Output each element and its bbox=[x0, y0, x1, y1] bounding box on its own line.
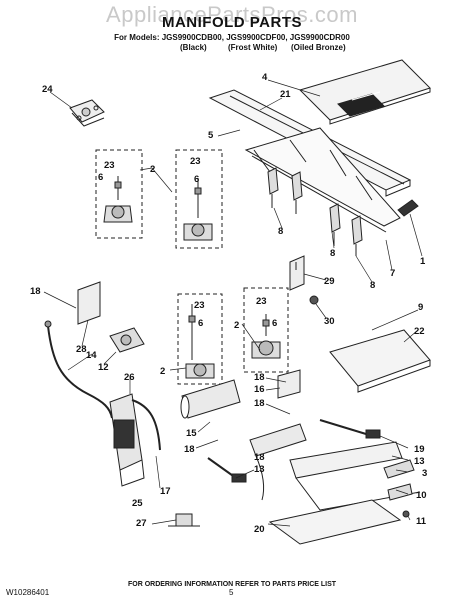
callout-22: 22 bbox=[414, 326, 425, 337]
callout-7: 7 bbox=[390, 268, 395, 279]
part-8-valves bbox=[267, 167, 363, 256]
callout-12: 12 bbox=[98, 362, 109, 373]
callout-10: 10 bbox=[416, 490, 427, 501]
callout-14: 14 bbox=[86, 350, 97, 361]
callout-26: 26 bbox=[124, 372, 135, 383]
part-14-gas-tube bbox=[44, 320, 113, 419]
watermark-text: AppliancePartsPros.com bbox=[106, 2, 358, 27]
document-number: W10286401 bbox=[6, 588, 50, 597]
callout-8b: 8 bbox=[330, 248, 335, 259]
callout-13b: 13 bbox=[254, 464, 265, 475]
part-16-bracket bbox=[277, 369, 301, 399]
part-1-clip bbox=[397, 199, 419, 217]
callout-2b: 2 bbox=[234, 320, 239, 331]
part-23-6-orifices bbox=[114, 176, 270, 360]
callout-23c: 23 bbox=[194, 300, 205, 311]
callout-17: 17 bbox=[160, 486, 171, 497]
part-22-shield bbox=[329, 329, 431, 393]
callout-28: 28 bbox=[76, 344, 87, 355]
callout-23d: 23 bbox=[256, 296, 267, 307]
part-11-screw bbox=[402, 510, 410, 518]
callout-23a: 23 bbox=[104, 160, 115, 171]
part-26-tube bbox=[131, 399, 161, 451]
callout-18e: 18 bbox=[254, 452, 265, 463]
callout-18a: 18 bbox=[30, 286, 41, 297]
callout-16: 16 bbox=[254, 384, 265, 395]
callout-6d: 6 bbox=[272, 318, 277, 329]
callout-11: 11 bbox=[416, 516, 427, 527]
part-4-cover-plate bbox=[299, 59, 431, 125]
dashed-group-boxes bbox=[95, 149, 289, 385]
callout-24: 24 bbox=[42, 84, 53, 95]
part-25-valve-body bbox=[109, 393, 145, 487]
part-2-burner-heads bbox=[103, 205, 281, 379]
callout-3: 3 bbox=[422, 468, 427, 479]
part-30-screw bbox=[309, 295, 319, 305]
page-title: MANIFOLD PARTS bbox=[161, 14, 303, 31]
leader-lines bbox=[43, 79, 423, 527]
finish-black: (Black) bbox=[180, 43, 207, 52]
callout-27: 27 bbox=[136, 518, 147, 529]
callout-15: 15 bbox=[186, 428, 197, 439]
callout-18d: 18 bbox=[184, 444, 195, 455]
part-15-burner-tube bbox=[180, 379, 241, 419]
page-number: 5 bbox=[229, 588, 234, 597]
callout-29: 29 bbox=[324, 276, 335, 287]
callout-8c: 8 bbox=[370, 280, 375, 291]
finish-frost-white: (Frost White) bbox=[228, 43, 278, 52]
part-29-bracket bbox=[289, 255, 305, 291]
callout-19a: 19 bbox=[414, 444, 425, 455]
callout-labels: 24 4 21 5 2 23 6 23 6 8 8 8 7 1 29 30 18… bbox=[30, 72, 427, 535]
part-24-regulator bbox=[69, 99, 105, 127]
part-28-bracket bbox=[77, 281, 101, 325]
callout-30: 30 bbox=[324, 316, 335, 327]
callout-18c: 18 bbox=[254, 398, 265, 409]
callout-2c: 2 bbox=[160, 366, 165, 377]
callout-18b: 18 bbox=[254, 372, 265, 383]
part-3-10-clips bbox=[383, 459, 415, 501]
part-13-burner-tubes bbox=[249, 423, 421, 511]
part-19-electrodes bbox=[207, 419, 381, 483]
part-20-pan bbox=[268, 499, 402, 545]
callout-6b: 6 bbox=[194, 174, 199, 185]
callout-9: 9 bbox=[418, 302, 423, 313]
callout-25: 25 bbox=[132, 498, 143, 509]
callout-2: 2 bbox=[150, 164, 155, 175]
callout-20: 20 bbox=[254, 524, 265, 535]
callout-6c: 6 bbox=[198, 318, 203, 329]
part-12-regulator bbox=[109, 327, 145, 353]
callout-5: 5 bbox=[208, 130, 214, 141]
callout-13a: 13 bbox=[414, 456, 425, 467]
callout-8a: 8 bbox=[278, 226, 283, 237]
callout-4: 4 bbox=[262, 72, 268, 83]
callout-1: 1 bbox=[420, 256, 426, 267]
callout-21: 21 bbox=[280, 89, 291, 100]
part-27-clamp bbox=[168, 513, 200, 527]
finish-oiled-bronze: (Oiled Bronze) bbox=[291, 43, 346, 52]
callout-6a: 6 bbox=[98, 172, 103, 183]
callout-23b: 23 bbox=[190, 156, 201, 167]
models-line: For Models: JGS9900CDB00, JGS9900CDF00, … bbox=[114, 33, 350, 42]
ordering-note: FOR ORDERING INFORMATION REFER TO PARTS … bbox=[127, 581, 337, 588]
